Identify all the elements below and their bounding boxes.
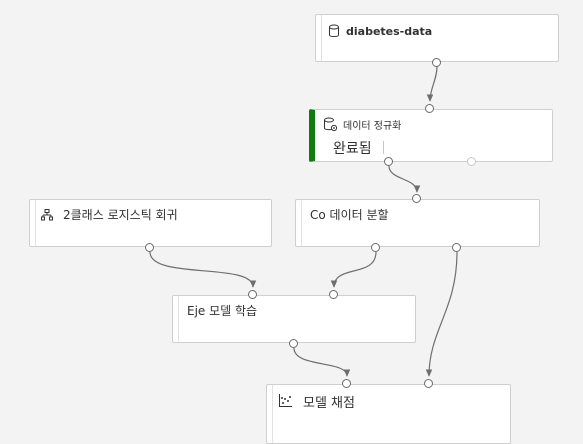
- wire-logistic-to-train[interactable]: [149, 251, 257, 288]
- wire-dataset-to-normalize[interactable]: [426, 65, 438, 102]
- input-port[interactable]: [342, 379, 351, 388]
- module-two-class-logistic-regression[interactable]: 2클래스 로지스틱 회귀: [29, 199, 272, 247]
- module-title: diabetes-data: [346, 25, 433, 38]
- connection-layer: [149, 65, 458, 377]
- module-split-data[interactable]: Co 데이터 분할: [295, 199, 540, 247]
- wire-normalize-to-split[interactable]: [388, 165, 421, 193]
- module-normalize-data[interactable]: 데이터 정규화 완료됨: [309, 109, 553, 162]
- model-tree-icon: [41, 209, 53, 221]
- wire-train-to-score[interactable]: [293, 347, 351, 377]
- status-label: 완료됨: [333, 138, 384, 158]
- output-port[interactable]: [452, 243, 461, 252]
- input-port[interactable]: [425, 104, 434, 113]
- output-port[interactable]: [371, 243, 380, 252]
- wire-split-right-to-score[interactable]: [425, 251, 458, 377]
- output-port[interactable]: [145, 243, 154, 252]
- output-port[interactable]: [467, 157, 476, 166]
- input-port[interactable]: [424, 379, 433, 388]
- module-title: Co 데이터 분할: [310, 208, 389, 222]
- module-title: 2클래스 로지스틱 회귀: [63, 208, 178, 222]
- module-train-model[interactable]: Eje 모델 학습: [172, 295, 416, 343]
- input-port[interactable]: [329, 290, 338, 299]
- input-port[interactable]: [412, 194, 421, 203]
- wire-split-left-to-train[interactable]: [330, 251, 377, 288]
- database-icon: [329, 24, 339, 37]
- module-title: 데이터 정규화: [343, 121, 402, 132]
- module-score-model[interactable]: 모델 채점: [266, 384, 511, 444]
- output-port[interactable]: [384, 157, 393, 166]
- module-title: 모델 채점: [303, 396, 355, 411]
- module-title: Eje 모델 학습: [187, 304, 258, 318]
- output-port[interactable]: [432, 58, 441, 67]
- input-port[interactable]: [248, 290, 257, 299]
- module-dataset[interactable]: diabetes-data: [315, 14, 559, 62]
- database-settings-icon: [324, 117, 338, 132]
- output-port[interactable]: [289, 339, 298, 348]
- scatter-chart-icon: [279, 394, 292, 407]
